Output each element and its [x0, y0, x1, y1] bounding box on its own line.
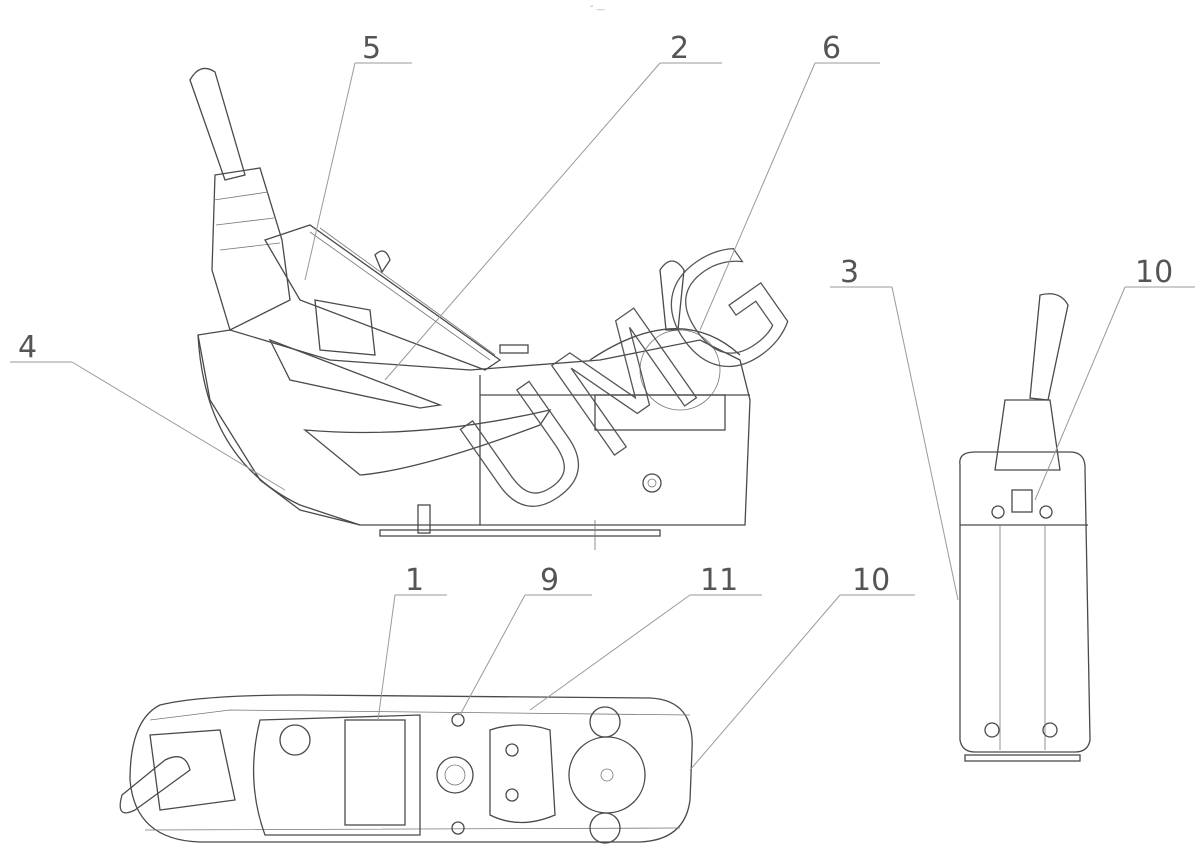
callout-10-top: 10: [689, 563, 915, 771]
svg-text:3: 3: [840, 255, 859, 290]
svg-text:1: 1: [405, 563, 424, 598]
svg-text:11: 11: [700, 563, 738, 598]
callout-5: 5: [304, 31, 412, 281]
callout-11: 11: [529, 563, 762, 711]
svg-text:2: 2: [670, 31, 689, 66]
svg-text:5: 5: [362, 31, 381, 66]
callout-1: 1: [377, 563, 447, 721]
callout-6: 6: [699, 31, 880, 331]
callout-2: 2: [384, 31, 722, 381]
callout-3: 3: [830, 255, 959, 601]
svg-text:6: 6: [822, 31, 841, 66]
svg-text:9: 9: [540, 563, 559, 598]
svg-text:4: 4: [18, 330, 37, 365]
side-view: [189, 67, 751, 550]
watermark: UMG: [433, 210, 824, 556]
callout-9: 9: [459, 563, 592, 716]
top-mark: ″ —: [590, 5, 605, 15]
svg-text:10: 10: [1135, 255, 1173, 290]
top-view: [119, 694, 693, 844]
callout-4: 4: [10, 330, 286, 491]
callout-10-front: 10: [1034, 255, 1195, 501]
front-view: [959, 293, 1091, 762]
svg-text:10: 10: [852, 563, 890, 598]
